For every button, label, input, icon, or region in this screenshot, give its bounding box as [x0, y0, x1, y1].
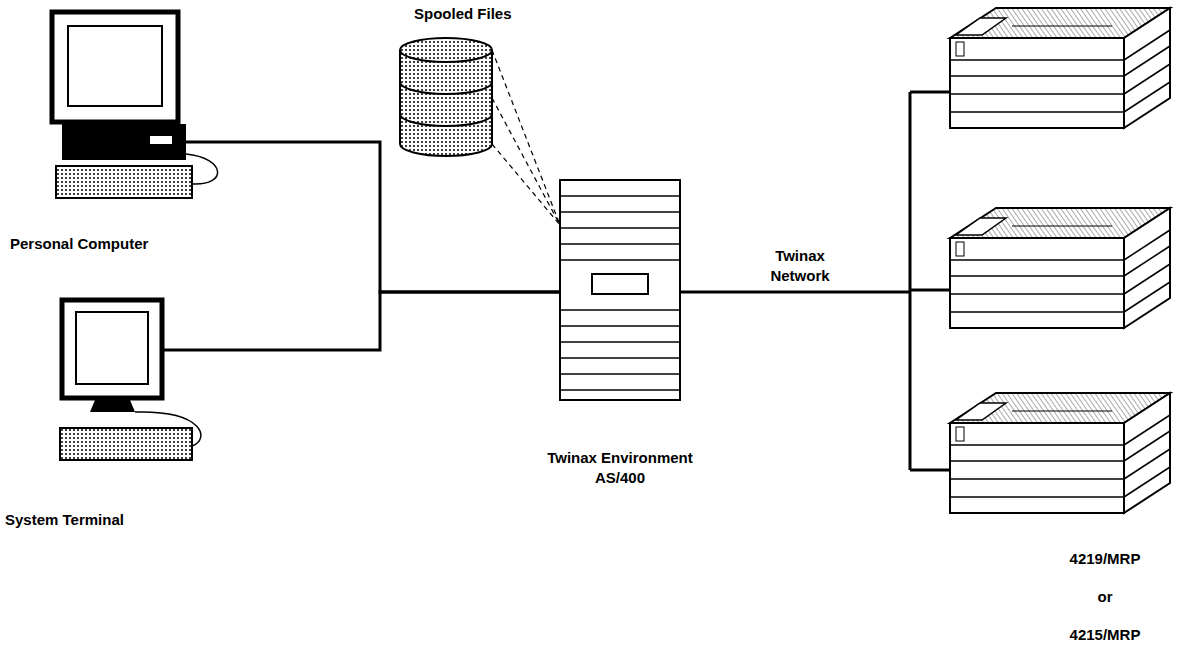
system-terminal [60, 300, 201, 460]
terminal-node: System Terminal [62, 300, 162, 412]
printer [950, 393, 1170, 513]
computer-node: Personal Computer [52, 12, 186, 160]
storage-label: Spooled Files [414, 4, 512, 24]
twinax-wire [680, 92, 951, 470]
server-tower [560, 180, 680, 400]
spool-node: Spooled Files [400, 38, 492, 156]
network-label: Twinax Network [770, 246, 829, 286]
device-label: System Terminal [5, 510, 124, 530]
personal-computer [52, 12, 218, 198]
printer [950, 8, 1170, 128]
printer-model-label: 4219/MRP or 4215/MRP [1070, 540, 1141, 654]
connector [492, 50, 560, 225]
server-label: Twinax Environment AS/400 [535, 448, 705, 488]
connector [186, 142, 560, 292]
server-node: Twinax Environment AS/400 [560, 180, 680, 400]
disk-cylinder [400, 38, 492, 156]
device-label: Personal Computer [10, 234, 148, 254]
printer [950, 208, 1170, 328]
connector [162, 292, 560, 350]
